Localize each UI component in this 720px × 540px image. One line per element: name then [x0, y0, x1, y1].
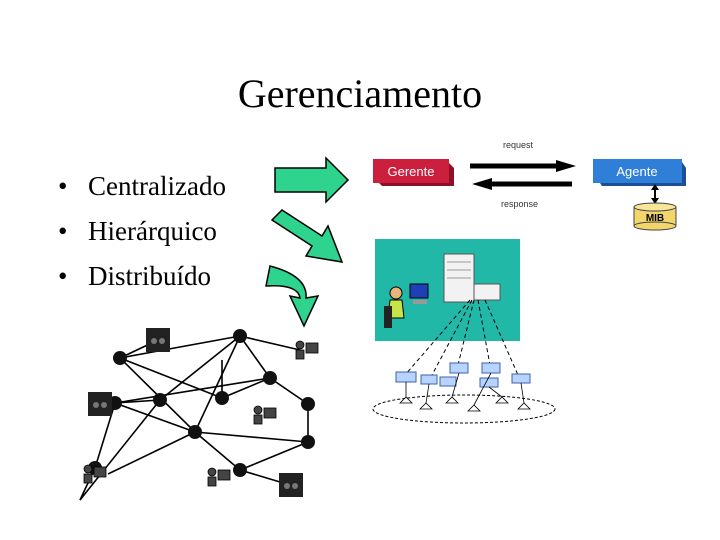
workstation-user-icon — [83, 340, 319, 487]
agent-box: Agente — [593, 159, 686, 186]
hierarchical-diagram — [372, 239, 556, 424]
ring-devices — [399, 372, 531, 412]
response-arrow — [472, 178, 572, 190]
computer-user-icon — [384, 283, 429, 328]
manager-label: Gerente — [388, 164, 435, 179]
diagonal-arrow-icon — [270, 209, 344, 263]
bullet-centralized: Centralizado — [58, 164, 226, 209]
storage-device-icon — [88, 328, 303, 497]
manager-box: Gerente — [373, 159, 454, 186]
right-arrow-icon — [274, 156, 350, 204]
mib-label: MIB — [646, 213, 664, 224]
slide-title: Gerenciamento — [237, 71, 483, 116]
bullet-list: Centralizado Hierárquico Distribuído — [58, 164, 226, 299]
dashed-links — [404, 299, 519, 376]
curved-down-arrow-icon — [265, 265, 320, 328]
request-label: request — [503, 140, 534, 150]
bullet-hierarchical: Hierárquico — [58, 209, 226, 254]
bullet-distributed: Distribuído — [58, 254, 226, 299]
distributed-network — [79, 328, 319, 501]
request-arrow — [470, 160, 576, 172]
router-icon — [395, 362, 531, 388]
mib-database-icon: MIB — [633, 184, 677, 231]
response-label: response — [501, 199, 538, 209]
agent-label: Agente — [616, 164, 657, 179]
server-icon — [443, 253, 501, 303]
